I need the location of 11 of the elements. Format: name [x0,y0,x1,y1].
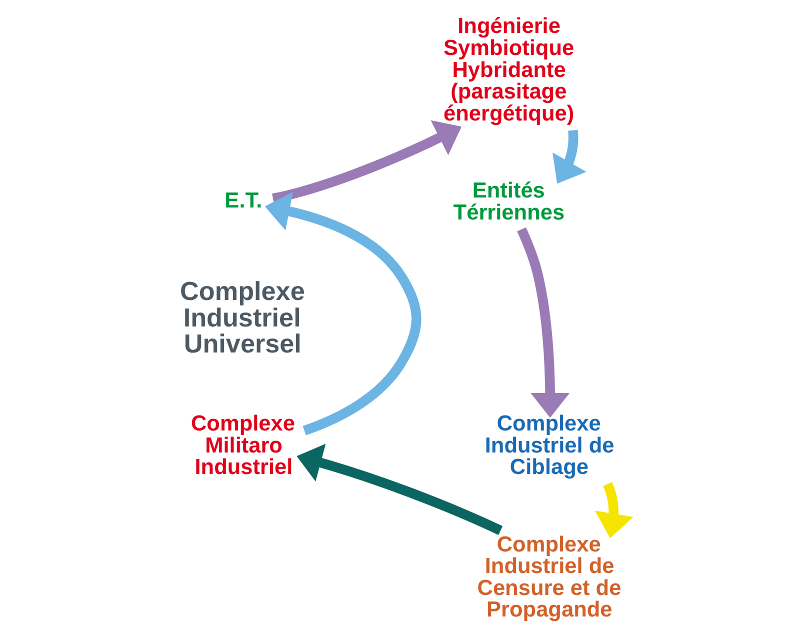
node-text: Complexe Militaro Industriel [190,410,294,480]
node-text: Ingénierie Symbiotique Hybridante (parasitage énergétique) [443,13,574,126]
node-text: Complexe Industriel de Ciblage [484,410,614,480]
arrow [264,192,421,436]
node-text: Complexe Industriel de Censure et de Propagande [476,531,621,622]
node-text: Entités Térriennes [452,178,564,224]
arrow [296,444,502,535]
node-text: E.T. [224,187,262,212]
arrow [516,227,570,418]
label: Complexe Industriel Universel [180,276,304,358]
arrow [271,120,462,204]
